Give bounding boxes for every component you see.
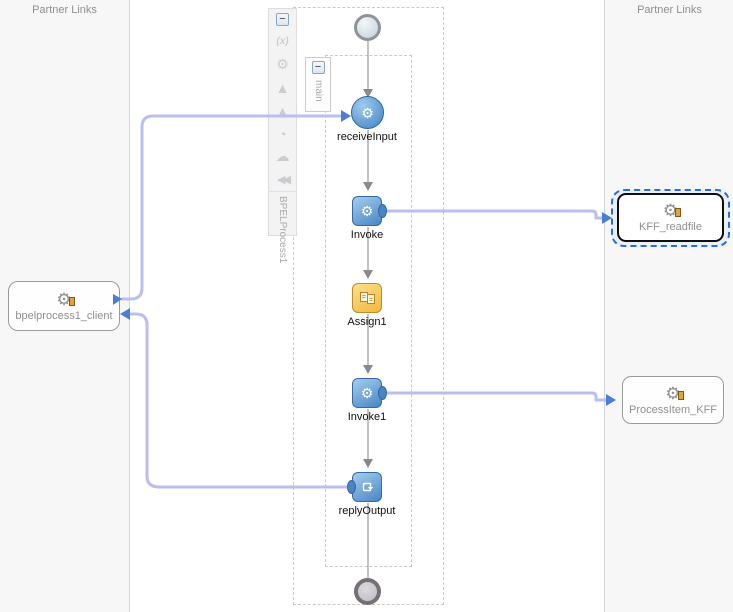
gear-icon: ⚙ [663, 202, 682, 220]
reply-output-node[interactable] [347, 472, 382, 502]
node-label: replyOutput [338, 505, 396, 517]
start-event-node[interactable] [354, 14, 381, 41]
process-gear-icon[interactable]: ⚙ [276, 56, 289, 72]
gear-icon: ⚙ [665, 384, 684, 403]
partner-links-panel-right: Partner Links [604, 0, 733, 612]
partner-link-kff-readfile[interactable]: ⚙ KFF_readfile [617, 193, 724, 242]
invoke-node[interactable]: ⚙ [352, 196, 387, 226]
event-handler-icon[interactable]: ▲ [275, 102, 290, 119]
partner-link-label: KFF_readfile [639, 221, 702, 233]
tray-label-area: BPELProcess1 [269, 191, 296, 263]
gear-plug-icon [677, 390, 684, 400]
node-label: Assign1 [347, 316, 387, 328]
gear-icon: ⚙ [56, 290, 75, 309]
reply-arrow-icon [362, 482, 374, 492]
gear-icon: ⚙ [360, 385, 374, 401]
main-scope-box[interactable]: − main [305, 57, 331, 112]
timer-icon[interactable]: ◔ [278, 125, 287, 142]
node-label: receiveInput [337, 131, 397, 143]
handlers-icon[interactable]: ☁ [275, 148, 290, 164]
collapse-scope-button[interactable]: − [311, 61, 325, 74]
fault-handler-icon[interactable]: ▲ [275, 79, 290, 96]
collapse-tray-button[interactable]: − [276, 13, 289, 26]
connection-port [378, 204, 387, 218]
partner-link-label: bpelprocess1_client [15, 309, 113, 322]
copy-icon [359, 291, 375, 304]
process-tray: − (x) ⚙ ▲ ▲ ◔ ☁ ◀◀ BPELProcess1 [268, 8, 297, 263]
scope-name-label: main [313, 80, 324, 102]
variables-icon[interactable]: (x) [276, 36, 289, 47]
receive-input-node[interactable]: ⚙ [351, 96, 384, 129]
node-label: Invoke [350, 229, 384, 241]
connection-port [378, 386, 387, 400]
assign-node[interactable] [352, 283, 382, 313]
rewind-icon[interactable]: ◀◀ [277, 174, 291, 186]
end-event-node[interactable] [354, 578, 381, 605]
gear-plug-icon [68, 296, 75, 306]
panel-title: Partner Links [637, 4, 702, 16]
gear-plug-icon [675, 208, 682, 217]
process-name-label: BPELProcess1 [277, 196, 288, 264]
panel-title: Partner Links [32, 4, 97, 16]
invoke1-node[interactable]: ⚙ [352, 378, 387, 408]
partner-link-bpelprocess1-client[interactable]: ⚙ bpelprocess1_client [8, 281, 120, 331]
connection-port [347, 480, 356, 494]
tray-icon-list: (x) ⚙ ▲ ▲ ◔ ☁ ◀◀ [275, 30, 291, 191]
node-label: Invoke1 [347, 411, 387, 423]
gear-icon: ⚙ [360, 203, 374, 219]
partner-link-processitem-kff[interactable]: ⚙ ProcessItem_KFF [622, 376, 724, 424]
gear-icon: ⚙ [361, 104, 374, 121]
partner-link-label: ProcessItem_KFF [628, 403, 718, 416]
